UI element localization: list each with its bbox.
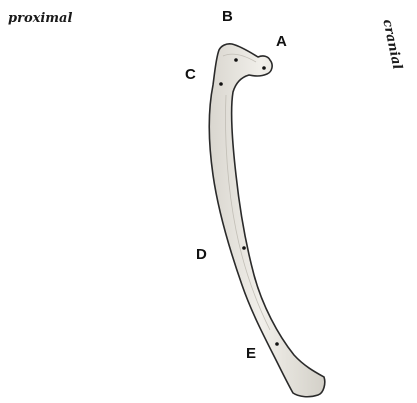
point-D-dot (242, 246, 246, 250)
point-B-dot (234, 58, 238, 62)
point-A-label: A (276, 33, 287, 50)
bone-outline (209, 44, 325, 397)
point-E-label: E (246, 345, 256, 362)
point-A-dot (262, 66, 266, 70)
point-B-label: B (222, 8, 233, 25)
point-C-dot (219, 82, 223, 86)
point-C-label: C (185, 66, 196, 83)
point-E-dot (275, 342, 279, 346)
point-D-label: D (196, 246, 207, 263)
